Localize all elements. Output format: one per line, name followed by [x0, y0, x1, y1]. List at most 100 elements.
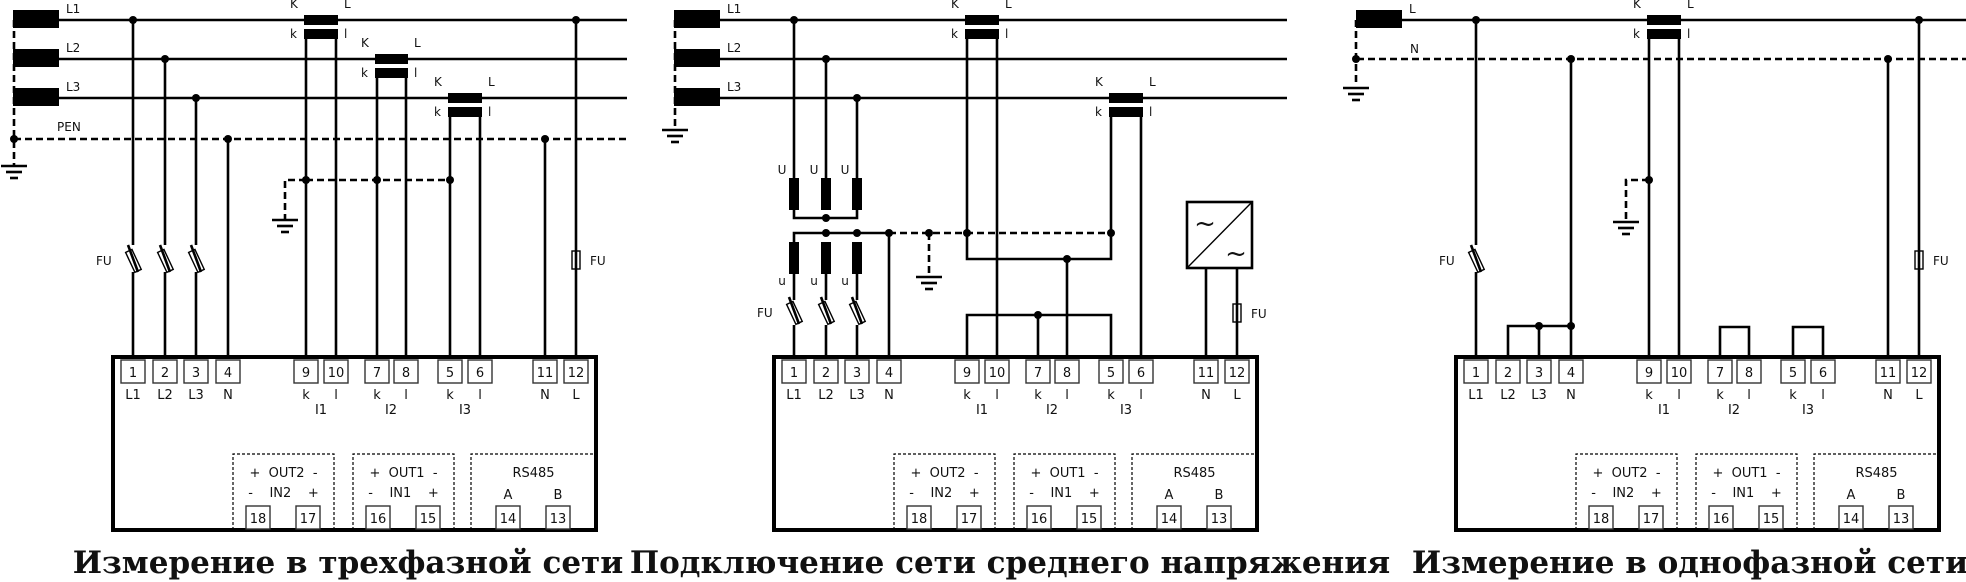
terminal-4 [215, 359, 241, 384]
ct-earth-link [283, 178, 306, 220]
terminal-12 [1224, 359, 1250, 384]
terminal-label: N [884, 388, 894, 403]
bus-label: L3 [66, 80, 80, 94]
terminal-label: L3 [849, 388, 865, 403]
io-pin-label: A [1165, 488, 1174, 503]
terminal-number: 5 [446, 366, 454, 381]
ct-label-k: k [1633, 27, 1640, 41]
vt-secondary-icon [852, 242, 862, 274]
terminal-number: 3 [1535, 366, 1543, 381]
terminal-14 [495, 505, 521, 530]
terminal-13 [1888, 505, 1914, 530]
junction-dot [822, 214, 830, 222]
converter-symbol: ~ [1225, 239, 1247, 269]
terminal-number: 8 [402, 366, 410, 381]
terminal-4 [1558, 359, 1584, 384]
caption-three-phase: Измерение в трехфазной сети [73, 545, 624, 581]
ct-primary-icon [448, 93, 482, 103]
terminal-13 [1206, 505, 1232, 530]
current-group-label: I2 [1728, 403, 1740, 418]
ct-secondary-icon [1647, 29, 1681, 39]
shorting-jumper [1718, 325, 1751, 357]
ct-secondary-icon [965, 29, 999, 39]
ct-label-l: l [1149, 105, 1152, 119]
bus-label: L2 [727, 41, 741, 55]
terminal-label: l [334, 388, 338, 403]
bus-label: L3 [727, 80, 741, 94]
terminal-label: k [373, 388, 381, 403]
terminal-7 [1025, 359, 1051, 384]
terminal-10 [1666, 359, 1692, 384]
terminal-label: L1 [1468, 388, 1484, 403]
ct-primary-icon [965, 15, 999, 25]
fuse-icon [850, 296, 864, 325]
ct-label-k: k [290, 27, 297, 41]
current-group-label: I1 [976, 403, 988, 418]
terminal-number: 12 [1229, 366, 1246, 381]
vt-label: U [810, 163, 819, 177]
terminal-number: 9 [302, 366, 310, 381]
jumper [1506, 324, 1571, 357]
terminal-label: L2 [818, 388, 834, 403]
io-block-title: + OUT1 - [1712, 466, 1780, 481]
io-block-out2-in2 [893, 453, 996, 530]
ct-label-l: l [1687, 27, 1690, 41]
terminal-label: l [478, 388, 482, 403]
fuse-icon [158, 244, 172, 273]
terminal-16 [365, 505, 391, 530]
terminal-number: 10 [328, 366, 345, 381]
terminal-number: 12 [1911, 366, 1928, 381]
current-group-label: I1 [1658, 403, 1670, 418]
io-block-title: RS485 [512, 466, 554, 481]
terminal-number: 5 [1789, 366, 1797, 381]
terminal-label: l [1139, 388, 1143, 403]
io-pin-label: B [1215, 488, 1224, 503]
io-block-title: RS485 [1855, 466, 1897, 481]
terminal-2 [152, 359, 178, 384]
terminal-number: 9 [963, 366, 971, 381]
vt-primary-icon [821, 178, 831, 210]
ct-label-l: l [488, 105, 491, 119]
ct-primary-icon [304, 15, 338, 25]
terminal-number: 14 [500, 512, 517, 527]
ct-label-L: L [414, 36, 421, 50]
current-group-label: I2 [1046, 403, 1058, 418]
junction-dot [1535, 322, 1543, 330]
terminal-3 [844, 359, 870, 384]
bus-label: L1 [66, 2, 80, 16]
terminal-number: 16 [1031, 512, 1048, 527]
terminal-11 [532, 359, 558, 384]
terminal-number: 17 [300, 512, 317, 527]
terminal-label: L3 [188, 388, 204, 403]
current-group-label: I3 [459, 403, 471, 418]
terminal-17 [295, 505, 321, 530]
io-block-out1-in1 [352, 453, 455, 530]
terminal-label: N [1201, 388, 1211, 403]
meter-housing [1454, 355, 1941, 532]
terminal-number: 4 [1567, 366, 1575, 381]
terminal-number: 2 [822, 366, 830, 381]
junction-dot [446, 176, 454, 184]
terminal-number: 3 [192, 366, 200, 381]
ct-label-K: K [290, 0, 299, 11]
fuse-icon [1914, 250, 1924, 270]
current-group-label: I1 [315, 403, 327, 418]
io-block-title: + OUT2 - [1592, 466, 1660, 481]
current-group-label: I3 [1802, 403, 1814, 418]
terminal-15 [415, 505, 441, 530]
terminal-number: 11 [1198, 366, 1215, 381]
terminal-label: N [540, 388, 550, 403]
fuse-icon [189, 244, 203, 273]
bus-label: L1 [727, 2, 741, 16]
terminal-number: 7 [1716, 366, 1724, 381]
terminal-label: k [446, 388, 454, 403]
terminal-7 [364, 359, 390, 384]
terminal-5 [437, 359, 463, 384]
junction-dot [373, 176, 381, 184]
terminal-label: L [1915, 388, 1923, 403]
junction-dot [853, 229, 861, 237]
power-converter-icon [1185, 200, 1254, 270]
terminal-18 [245, 505, 271, 530]
